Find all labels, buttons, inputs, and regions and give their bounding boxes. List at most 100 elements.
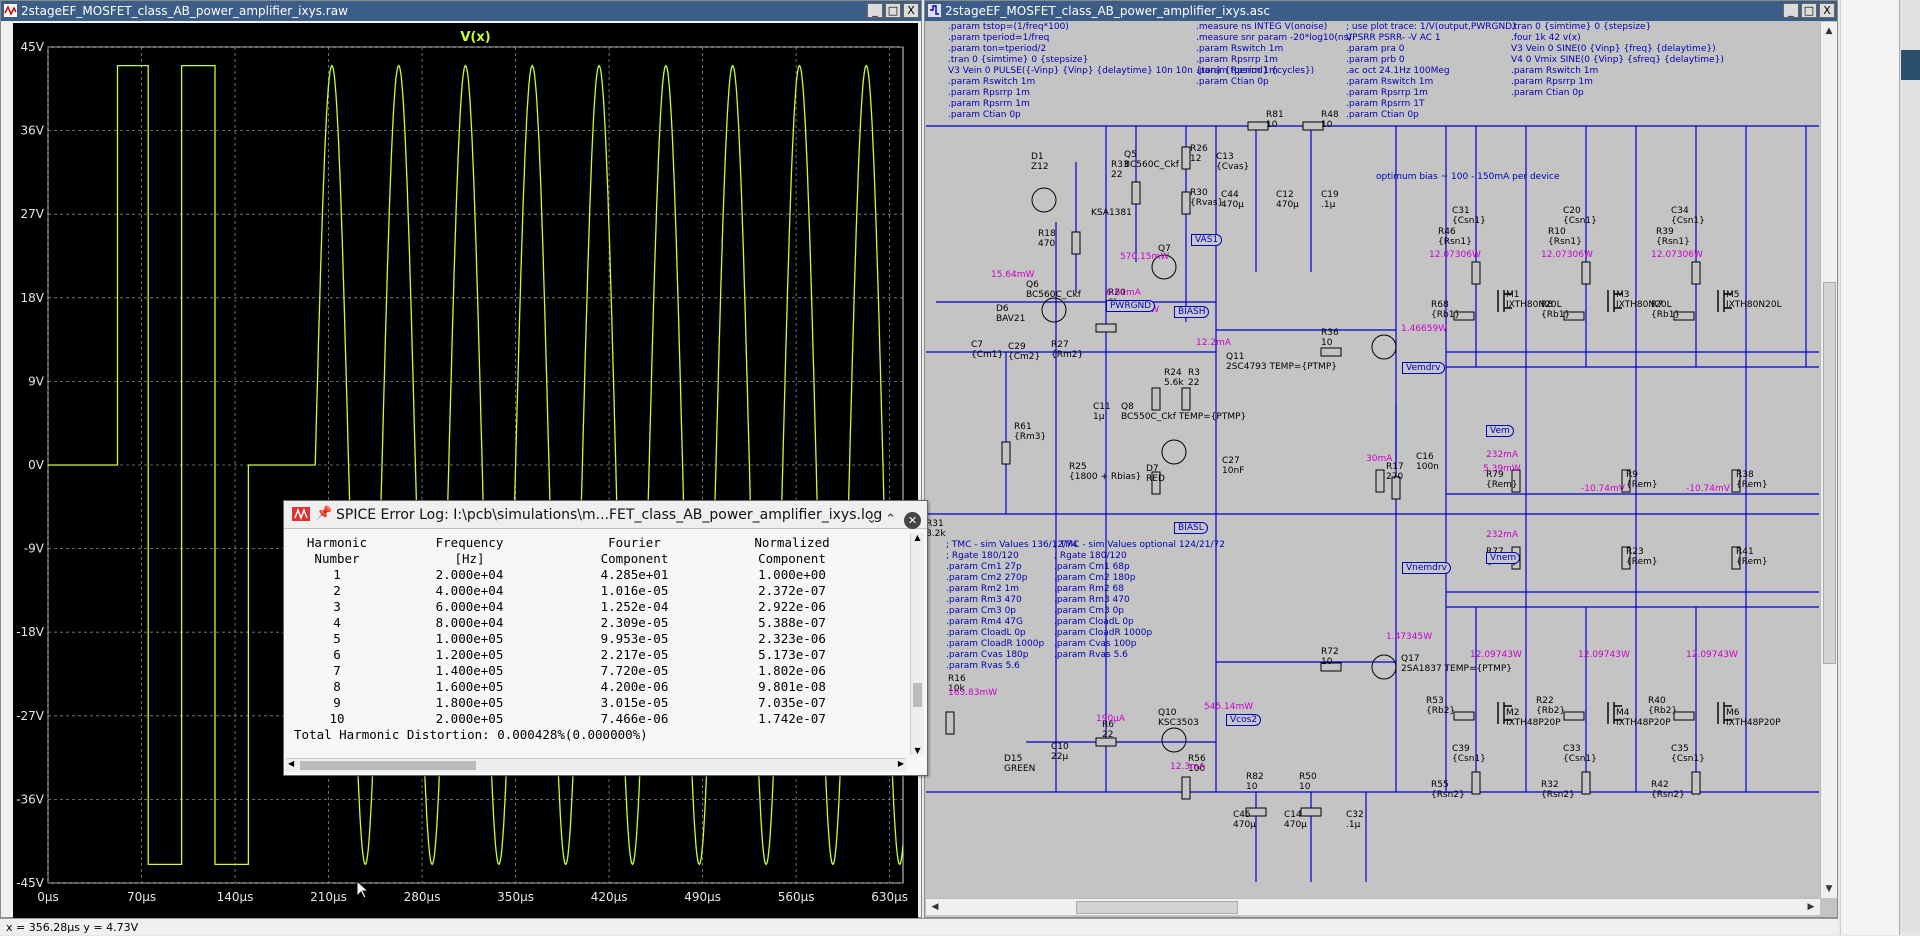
- scrollbar-thumb[interactable]: [1076, 901, 1238, 914]
- component-c13[interactable]: C13{Cvas}: [1216, 152, 1249, 172]
- component-r38[interactable]: R38{Rem}: [1736, 470, 1768, 490]
- schematic-horizontal-scrollbar[interactable]: ◀ ▶: [926, 898, 1820, 915]
- component-r53[interactable]: R53{Rb2}: [1426, 696, 1455, 716]
- component-r7[interactable]: R7{Rb1}: [1651, 300, 1680, 320]
- maximize-button[interactable]: □: [885, 3, 901, 18]
- net-label[interactable]: Vnemdrv: [1402, 562, 1451, 574]
- component-c29[interactable]: C29{Cm2}: [1008, 342, 1040, 362]
- component-r39[interactable]: R39{Rsn1}: [1656, 227, 1690, 247]
- component-r46[interactable]: R46{Rsn1}: [1438, 227, 1472, 247]
- scrollbar-thumb[interactable]: [300, 761, 476, 770]
- net-label[interactable]: VAS1: [1191, 234, 1223, 246]
- component-r68[interactable]: R68{Rb1}: [1431, 300, 1460, 320]
- net-label[interactable]: Vnem: [1486, 552, 1521, 564]
- component-r22[interactable]: R22{Rb2}: [1536, 696, 1565, 716]
- component-r42[interactable]: R42{Rsn2}: [1651, 780, 1685, 800]
- scroll-left-arrow[interactable]: ◀: [288, 759, 295, 768]
- component-r55[interactable]: R55{Rsn2}: [1431, 780, 1465, 800]
- spice-error-log-window[interactable]: 📌 SPICE Error Log: I:\pcb\simulations\m.…: [283, 500, 928, 776]
- component-r30[interactable]: R30{Rvas}: [1190, 188, 1223, 208]
- net-label[interactable]: PWRGND: [1106, 300, 1156, 312]
- minimize-button[interactable]: _: [1783, 3, 1799, 18]
- scroll-left-arrow[interactable]: ◀: [931, 902, 939, 912]
- component-c35[interactable]: C35{Csn1}: [1671, 744, 1705, 764]
- schematic-vertical-scrollbar[interactable]: ▲ ▼: [1820, 22, 1837, 898]
- trace-vx[interactable]: [48, 64, 904, 866]
- component-r10[interactable]: R10{Rsn1}: [1548, 227, 1582, 247]
- component-r61[interactable]: R61{Rm3}: [1014, 422, 1046, 442]
- component-r79[interactable]: R79{Rem}: [1486, 470, 1518, 490]
- pin-icon[interactable]: 📌: [316, 506, 333, 521]
- error-log-titlebar[interactable]: 📌 SPICE Error Log: I:\pcb\simulations\m.…: [284, 501, 927, 529]
- net-label[interactable]: Vemdrv: [1402, 362, 1445, 374]
- component-r40[interactable]: R40{Rb2}: [1648, 696, 1677, 716]
- scroll-up-arrow[interactable]: ▲: [914, 533, 921, 542]
- component-c31[interactable]: C31{Csn1}: [1452, 206, 1486, 226]
- component-c20[interactable]: C20{Csn1}: [1563, 206, 1597, 226]
- maximize-button[interactable]: □: [1801, 3, 1817, 18]
- scroll-down-arrow[interactable]: ▼: [914, 746, 921, 755]
- error-log-horizontal-scrollbar[interactable]: ◀ ▶: [286, 758, 906, 772]
- scrollbar-thumb[interactable]: [913, 683, 922, 707]
- schematic-canvas[interactable]: .param tstop=(1/freq*100).param tperiod=…: [926, 22, 1819, 898]
- component-r41[interactable]: R41{Rem}: [1736, 547, 1768, 567]
- component-r9[interactable]: R9{Rem}: [1626, 470, 1658, 490]
- component-ksa1381[interactable]: KSA1381: [1091, 208, 1132, 218]
- component-c34[interactable]: C34{Csn1}: [1671, 206, 1705, 226]
- component-q7[interactable]: Q7: [1158, 244, 1171, 254]
- net-label[interactable]: BIASL: [1174, 522, 1208, 534]
- chevron-down-icon[interactable]: ⌄: [866, 512, 878, 527]
- schematic-titlebar[interactable]: 2stageEF_MOSFET_class_AB_power_amplifier…: [925, 1, 1837, 21]
- scrollbar-thumb[interactable]: [1823, 282, 1836, 664]
- waveform-titlebar[interactable]: 2stageEF_MOSFET_class_AB_power_amplifier…: [1, 1, 921, 21]
- component-r27[interactable]: R27{Rm2}: [1051, 340, 1083, 360]
- close-button[interactable]: X: [903, 3, 919, 18]
- error-log-vertical-scrollbar[interactable]: ▲ ▼: [910, 533, 924, 755]
- component-c7[interactable]: C7{Cm1}: [971, 340, 1003, 360]
- chevron-up-icon[interactable]: ⌃: [885, 512, 896, 527]
- component-c32[interactable]: C32.1µ: [1346, 810, 1364, 830]
- trace-label[interactable]: V(x): [460, 30, 490, 45]
- component-r32[interactable]: R32{Rsn2}: [1541, 780, 1575, 800]
- close-icon[interactable]: ✕: [904, 511, 921, 529]
- net-label[interactable]: Vcos2: [1226, 714, 1262, 726]
- scroll-right-arrow[interactable]: ▶: [897, 759, 904, 768]
- net-label[interactable]: Vem: [1486, 425, 1514, 437]
- scroll-down-arrow[interactable]: ▼: [1825, 884, 1833, 894]
